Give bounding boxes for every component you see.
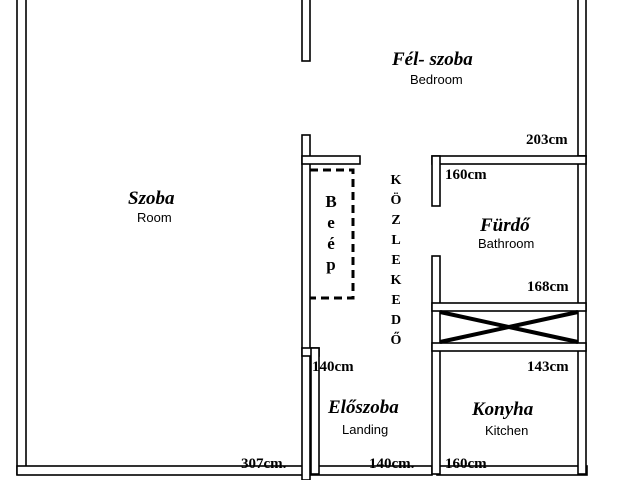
dim-kitchen-bottom: 160cm [445, 456, 487, 472]
dim-landing-top: 140cm [312, 359, 354, 375]
room-name-konyha: Konyha [472, 399, 534, 420]
room-name-szoba: Szoba [128, 188, 175, 209]
central-wall-top [301, 0, 311, 62]
dim-room-bottom: 307cm. [241, 456, 287, 472]
outer-left-wall [16, 0, 27, 475]
shaft-hatch-2 [439, 310, 579, 344]
room-sub-eloszoba: Landing [342, 422, 389, 437]
kitchen-top-wall [431, 342, 587, 352]
dim-landing-bottom: 140cm. [369, 456, 415, 472]
built-in-closet [310, 168, 355, 300]
bedroom-bottom-wall-left [301, 155, 361, 165]
landing-left-wall [310, 347, 320, 475]
dim-bathroom-top: 160cm [445, 167, 487, 183]
dim-kitchen-top: 143cm [527, 359, 569, 375]
outer-right-wall [577, 0, 587, 157]
bathroom-left-wall-lower [431, 255, 441, 475]
bedroom-bottom-wall-right [431, 155, 587, 165]
central-wall-mid [301, 134, 311, 480]
dim-bathroom-bottom: 168cm [527, 279, 569, 295]
room-sub-felszoba: Bedroom [410, 72, 463, 87]
room-sub-konyha: Kitchen [485, 423, 529, 438]
room-sub-furdo: Bathroom [478, 236, 535, 251]
room-name-furdo: Fürdő [480, 215, 530, 236]
outer-right-wall-lower [577, 155, 587, 475]
room-sub-szoba: Room [137, 210, 172, 225]
dim-bedroom-width: 203cm [526, 132, 568, 148]
room-name-felszoba: Fél- szoba [392, 49, 473, 70]
bathroom-left-wall [431, 155, 441, 207]
bathroom-bottom-wall [431, 302, 587, 312]
room-name-eloszoba: Előszoba [328, 397, 399, 418]
